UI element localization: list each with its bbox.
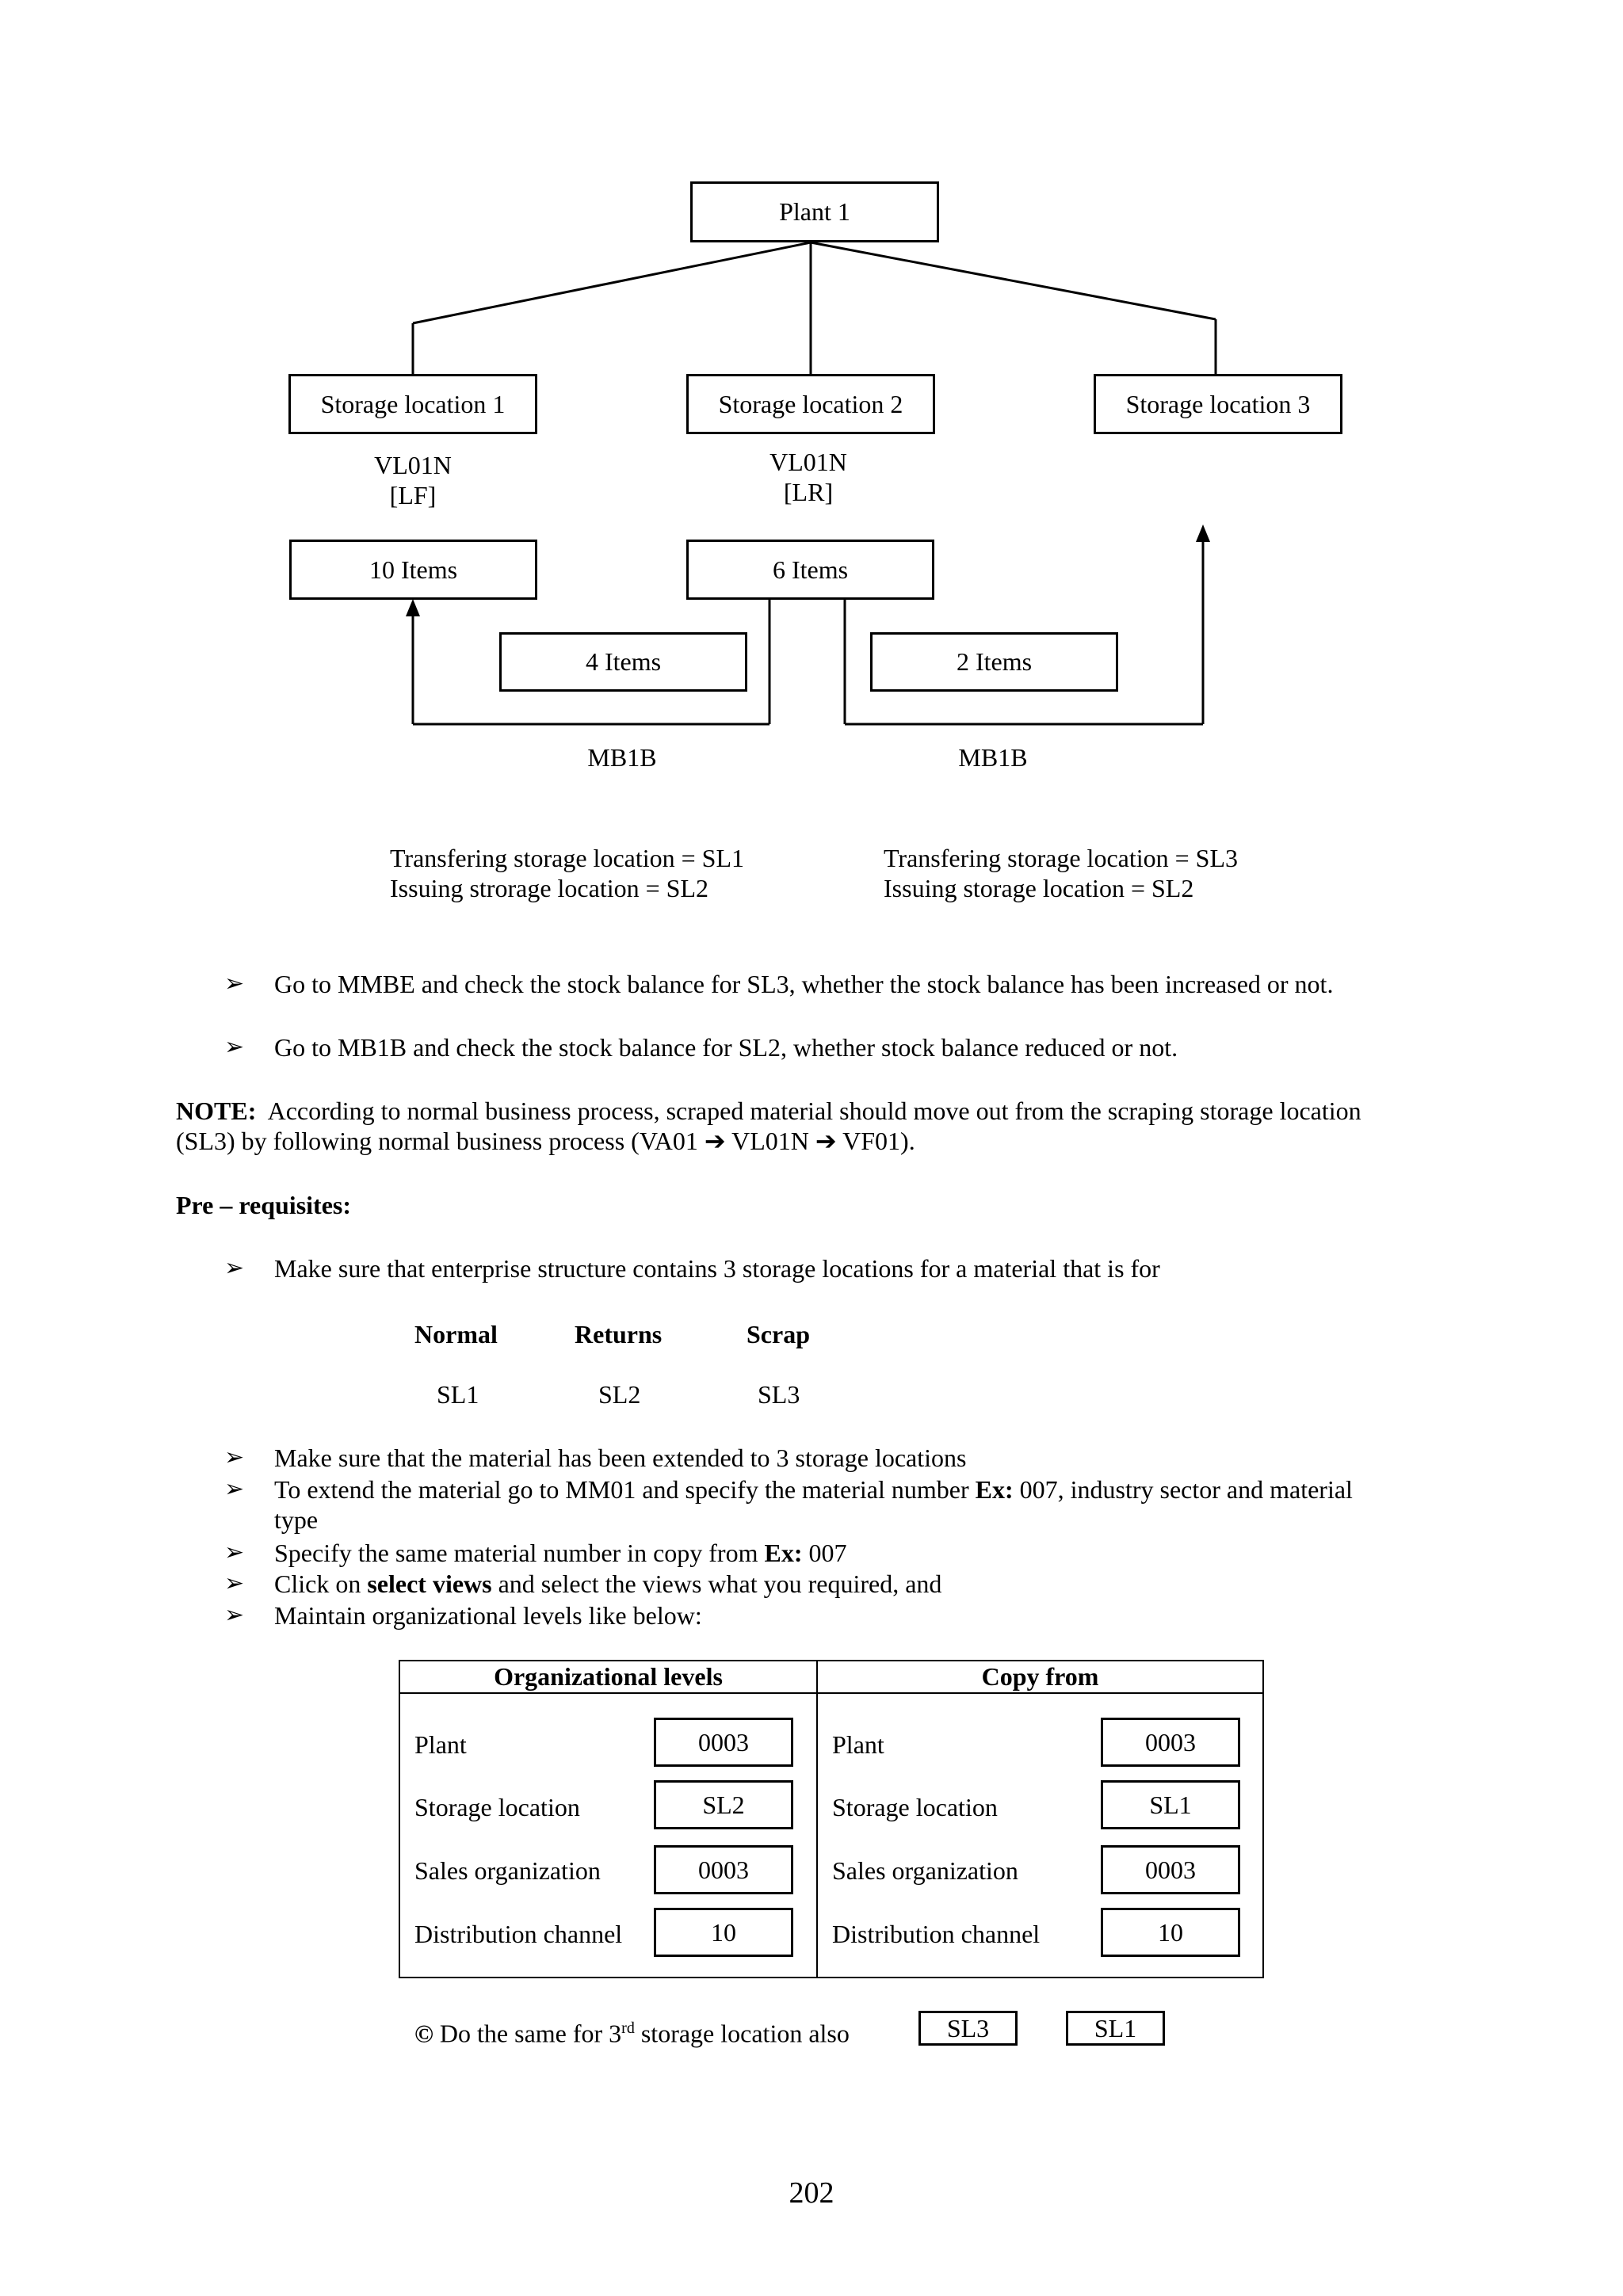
step-4-text-a: Click on xyxy=(274,1569,361,1598)
arrowhead-up-icon xyxy=(1196,524,1210,542)
sl-type-header-normal: Normal xyxy=(414,1319,498,1349)
page-number: 202 xyxy=(789,2176,834,2210)
org-sales-organization-field[interactable]: 0003 xyxy=(654,1845,793,1894)
arrowhead-up-icon xyxy=(406,599,420,616)
org-distribution-channel-field[interactable]: 10 xyxy=(654,1908,793,1957)
transfer-right-items-box: 2 Items xyxy=(870,632,1118,692)
sl-type-header-text: Normal xyxy=(414,1320,498,1348)
sl-type-header-text: Returns xyxy=(575,1320,663,1348)
copy-label-distribution-channel: Distribution channel xyxy=(832,1920,1041,1948)
copy-label-storage-location: Storage location xyxy=(832,1793,998,1821)
org-storage-location-field[interactable]: SL2 xyxy=(654,1780,793,1829)
delivery-type: [LR] xyxy=(783,478,834,506)
movement-label-left: MB1B xyxy=(587,743,657,772)
delivery-code: VL01N xyxy=(769,448,847,476)
org-label-plant: Plant xyxy=(414,1730,467,1759)
org-plant-field[interactable]: 0003 xyxy=(654,1718,793,1767)
storage-location-3-box: Storage location 3 xyxy=(1094,374,1342,434)
footer-sup: rd xyxy=(621,2019,635,2037)
prereq-bullet-1: Make sure that enterprise structure cont… xyxy=(274,1254,1160,1283)
sl-type-value-returns: SL2 xyxy=(598,1380,641,1409)
footer-text-a: Do the same for 3 xyxy=(439,2019,622,2048)
check-bullet-2: Go to MB1B and check the stock balance f… xyxy=(274,1033,1178,1062)
copy-from-header: Copy from xyxy=(818,1661,1262,1691)
table-header-divider xyxy=(399,1692,1264,1694)
step-3-text-c: 007 xyxy=(808,1539,847,1567)
transfer-note-line: Issuing strorage location = SL2 xyxy=(390,874,708,902)
delivery-label-1: VL01N [LF] xyxy=(333,450,493,510)
transfer-left-items-box: 4 Items xyxy=(499,632,747,692)
footer-box-sl1[interactable]: SL1 xyxy=(1066,2011,1165,2046)
step-4: Click on select views and select the vie… xyxy=(274,1569,941,1599)
note-line-1: According to normal business process, sc… xyxy=(267,1097,1361,1125)
step-3-ex: Ex: xyxy=(764,1539,803,1567)
copy-label-plant: Plant xyxy=(832,1730,884,1759)
note-label: NOTE: xyxy=(176,1097,257,1125)
arrow-bullet-icon: ➢ xyxy=(224,1476,245,1502)
note-line-2: (SL3) by following normal business proce… xyxy=(176,1127,915,1155)
footer-box-sl3[interactable]: SL3 xyxy=(918,2011,1018,2046)
prereq-heading-text: Pre – requisites: xyxy=(176,1191,351,1219)
check-bullet-1: Go to MMBE and check the stock balance f… xyxy=(274,970,1334,998)
copy-sales-organization-field[interactable]: 0003 xyxy=(1101,1845,1240,1894)
plant-box: Plant 1 xyxy=(690,181,939,242)
step-3: Specify the same material number in copy… xyxy=(274,1538,846,1568)
transfer-note-line: Issuing storage location = SL2 xyxy=(884,874,1194,902)
footer-text-b: storage location also xyxy=(640,2019,850,2048)
org-label-storage-location: Storage location xyxy=(414,1793,580,1821)
delivery-type: [LF] xyxy=(389,481,437,509)
arrow-bullet-icon: ➢ xyxy=(224,1444,245,1470)
sl-type-value-scrap: SL3 xyxy=(758,1380,800,1409)
copy-distribution-channel-field[interactable]: 10 xyxy=(1101,1908,1240,1957)
arrow-bullet-icon: ➢ xyxy=(224,1255,245,1281)
storage-location-1-box: Storage location 1 xyxy=(288,374,537,434)
arrow-bullet-icon: ➢ xyxy=(224,1602,245,1628)
sl-type-value-normal: SL1 xyxy=(437,1380,479,1409)
sl1-items-box: 10 Items xyxy=(289,540,537,600)
transfer-note-left: Transfering storage location = SL1 Issui… xyxy=(390,843,744,903)
table-column-divider xyxy=(816,1660,818,1978)
org-levels-header: Organizational levels xyxy=(400,1661,816,1691)
transfer-note-right: Transfering storage location = SL3 Issui… xyxy=(884,843,1238,903)
movement-label-right: MB1B xyxy=(958,743,1028,772)
step-4-text-c: and select the views what you required, … xyxy=(498,1569,942,1598)
step-5: Maintain organizational levels like belo… xyxy=(274,1601,702,1630)
step-2-text-c: 007, industry sector and material xyxy=(1019,1475,1353,1504)
transfer-note-line: Transfering storage location = SL1 xyxy=(390,844,745,872)
step-2-text-a: To extend the material go to MM01 and sp… xyxy=(274,1475,969,1504)
step-2-text-d: type xyxy=(274,1505,319,1534)
copy-from-header-text: Copy from xyxy=(981,1662,1099,1691)
diagram-connectors xyxy=(406,241,1217,726)
arrow-bullet-icon: ➢ xyxy=(224,1539,245,1566)
transfer-note-line: Transfering storage location = SL3 xyxy=(884,844,1239,872)
prereq-heading: Pre – requisites: xyxy=(176,1190,351,1220)
copy-storage-location-field[interactable]: SL1 xyxy=(1101,1780,1240,1829)
delivery-code: VL01N xyxy=(374,451,452,479)
storage-location-2-box: Storage location 2 xyxy=(686,374,935,434)
org-levels-table xyxy=(399,1660,1264,1978)
copy-plant-field[interactable]: 0003 xyxy=(1101,1718,1240,1767)
copyright-icon: © xyxy=(414,2019,433,2048)
org-levels-header-text: Organizational levels xyxy=(494,1662,723,1691)
org-label-sales-organization: Sales organization xyxy=(414,1856,601,1885)
note-paragraph: NOTE: According to normal business proce… xyxy=(176,1096,1361,1156)
org-label-distribution-channel: Distribution channel xyxy=(414,1920,623,1948)
step-2-ex: Ex: xyxy=(975,1475,1014,1504)
copy-label-sales-organization: Sales organization xyxy=(832,1856,1018,1885)
sl-type-header-returns: Returns xyxy=(575,1319,662,1349)
arrow-bullet-icon: ➢ xyxy=(224,971,245,997)
sl2-items-box: 6 Items xyxy=(686,540,934,600)
delivery-label-2: VL01N [LR] xyxy=(728,447,888,507)
sl-type-header-scrap: Scrap xyxy=(747,1319,810,1349)
step-3-text-a: Specify the same material number in copy… xyxy=(274,1539,758,1567)
step-4-select-views: select views xyxy=(367,1569,492,1598)
step-1: Make sure that the material has been ext… xyxy=(274,1444,967,1472)
arrow-bullet-icon: ➢ xyxy=(224,1034,245,1060)
step-2: To extend the material go to MM01 and sp… xyxy=(274,1474,1353,1535)
sl-type-header-text: Scrap xyxy=(747,1320,810,1348)
footer-note: © Do the same for 3rd storage location a… xyxy=(414,2013,850,2049)
arrow-bullet-icon: ➢ xyxy=(224,1570,245,1596)
